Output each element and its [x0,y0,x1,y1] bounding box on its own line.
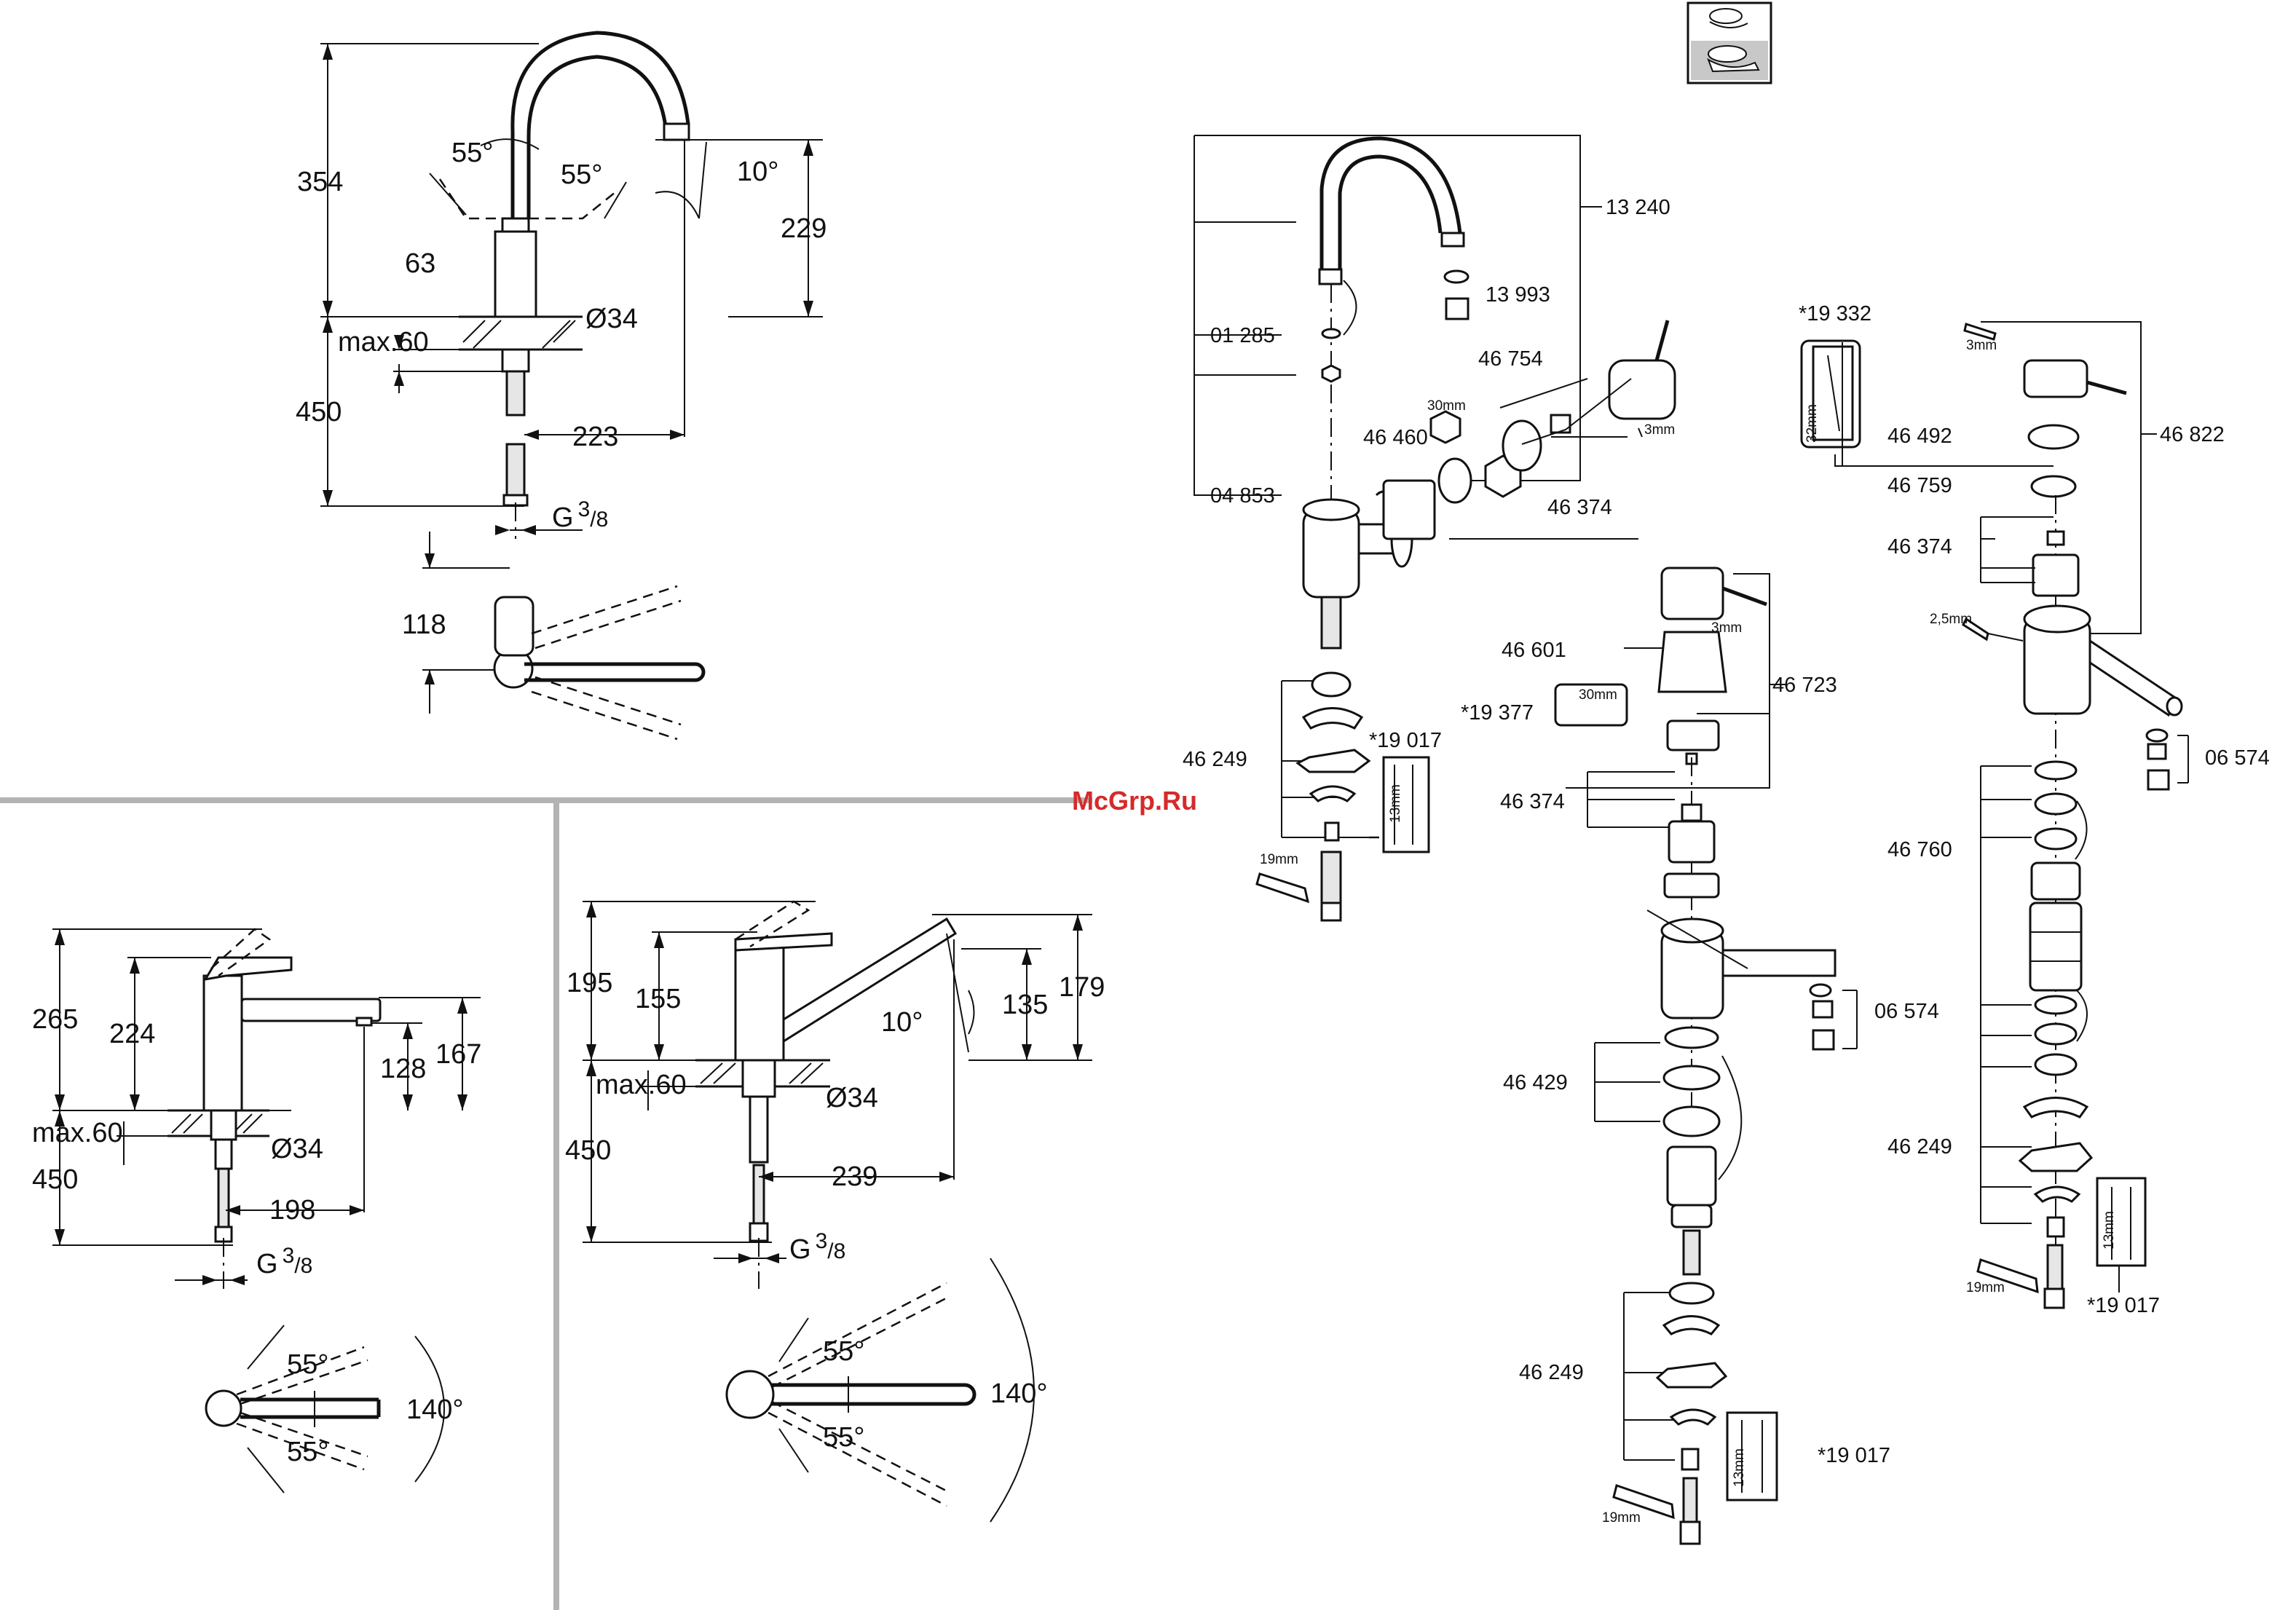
part-30mm-tall: 30mm [1427,398,1466,414]
exploded-view-tall [1194,135,1676,922]
part-46601: 46 601 [1502,639,1566,662]
part-13mm-mid: 13mm [1732,1448,1747,1487]
part-46374-mid: 46 374 [1500,790,1565,813]
mid-spout-swivel: 140° [990,1378,1048,1409]
exploded-view-mid-labels: 46 601 46 723 3mm *19 377 30mm 46 374 06… [1461,620,1939,1526]
tall-spout-reach: 223 [572,422,618,452]
part-46249-mid: 46 249 [1519,1361,1584,1384]
part-19mm-low: 19mm [1966,1280,2005,1295]
part-46760: 46 760 [1887,838,1952,861]
tall-spout-hose-length: 450 [296,397,342,427]
part-46460: 46 460 [1363,426,1428,449]
part-13240: 13 240 [1606,196,1670,219]
tall-spout-spout-angle: 10° [737,157,778,187]
low-spout-angle-down: 55° [287,1437,328,1467]
panel-separators [0,797,1092,1610]
part-06574-mid: 06 574 [1874,1000,1939,1023]
part-13mm-tall: 13mm [1388,784,1403,823]
part-19017-low: *19 017 [2087,1294,2160,1317]
low-spout-hole-dia: Ø34 [271,1134,323,1164]
exploded-view-low-labels: *19 332 32mm 3mm 46 492 46 822 46 759 46… [1799,302,2270,1317]
part-46374-low: 46 374 [1887,535,1952,559]
part-30mm-mid: 30mm [1579,687,1617,703]
tall-spout-lever-offset: 63 [405,248,435,279]
part-46374-tall: 46 374 [1547,496,1612,519]
mid-spout-deck-max: max.60 [596,1070,687,1100]
tall-spout-dimension-labels: 354 55° 55° 10° 229 63 max.60 Ø34 450 22… [296,138,827,640]
part-46723: 46 723 [1772,674,1837,697]
part-46822: 46 822 [2160,423,2225,446]
part-19017-mid: *19 017 [1818,1444,1890,1467]
part-19377: *19 377 [1461,701,1534,725]
mid-spout-dimension-drawing [583,900,1092,1523]
part-19mm-mid: 19mm [1602,1510,1641,1526]
low-spout-outlet-height: 128 [380,1054,426,1084]
part-46492: 46 492 [1887,425,1952,448]
part-19mm-tall: 19mm [1260,852,1298,867]
part-3mm-tall: 3mm [1644,422,1675,438]
watermark-text: McGrp.Ru [1072,786,1197,816]
mixer-lever-icon [1687,1,1772,84]
part-19332: *19 332 [1799,302,1871,325]
low-spout-deck-max: max.60 [32,1118,123,1148]
part-46249-low: 46 249 [1887,1135,1952,1159]
part-32mm: 32mm [1804,404,1820,443]
mid-spout-angle-up: 55° [823,1336,864,1367]
low-spout-spout-height: 167 [435,1039,481,1070]
part-13993: 13 993 [1486,283,1550,307]
mid-spout-dimension-labels: 195 155 179 135 10° max.60 Ø34 450 239 G… [565,968,1105,1453]
low-spout-swivel: 140° [406,1394,464,1425]
mid-spout-hole-dia: Ø34 [826,1083,878,1113]
mid-spout-outlet-height: 135 [1002,990,1048,1020]
mid-spout-spout-angle: 10° [881,1007,923,1038]
low-spout-reach: 198 [269,1195,315,1226]
part-3mm-low: 3mm [1966,338,1997,353]
exploded-view-tall-labels: 13 240 13 993 01 285 46 754 30mm 46 460 … [1183,196,1675,867]
tall-spout-angle-left: 55° [451,138,493,168]
low-spout-height-total: 265 [32,1004,78,1035]
mid-spout-lever-height: 155 [635,984,681,1014]
tall-spout-spout-height: 229 [781,213,827,244]
part-46429: 46 429 [1503,1071,1568,1094]
part-2-5mm: 2,5mm [1930,612,1972,627]
low-spout-angle-up: 55° [287,1349,328,1380]
tall-spout-height-total: 354 [297,167,343,197]
mid-spout-height-total: 195 [567,968,612,998]
part-04853: 04 853 [1210,484,1275,508]
tall-spout-deck-max: max.60 [338,327,429,358]
part-13mm-low: 13mm [2102,1211,2117,1250]
part-3mm-mid: 3mm [1711,620,1742,636]
part-46759: 46 759 [1887,474,1952,497]
exploded-view-low [1800,321,2189,1309]
tall-spout-angle-right: 55° [561,159,602,190]
low-spout-hose-length: 450 [32,1164,78,1195]
part-46754: 46 754 [1478,347,1543,371]
low-spout-lever-height: 224 [109,1019,155,1049]
tall-spout-hole-dia: Ø34 [585,304,638,334]
mid-spout-reach: 239 [832,1161,877,1192]
tall-spout-top-depth: 118 [402,609,446,640]
tall-spout-dimension-drawing [320,31,823,741]
exploded-view-mid [1554,567,1858,1545]
mid-spout-angle-down: 55° [823,1422,864,1453]
mid-spout-spout-height: 179 [1059,972,1105,1003]
mid-spout-hose-length: 450 [565,1135,611,1166]
part-46249-tall: 46 249 [1183,748,1247,771]
part-01285: 01 285 [1210,324,1275,347]
part-19017-tall: *19 017 [1369,729,1442,752]
low-spout-dimension-drawing [52,928,481,1493]
part-06574-low: 06 574 [2205,746,2270,770]
